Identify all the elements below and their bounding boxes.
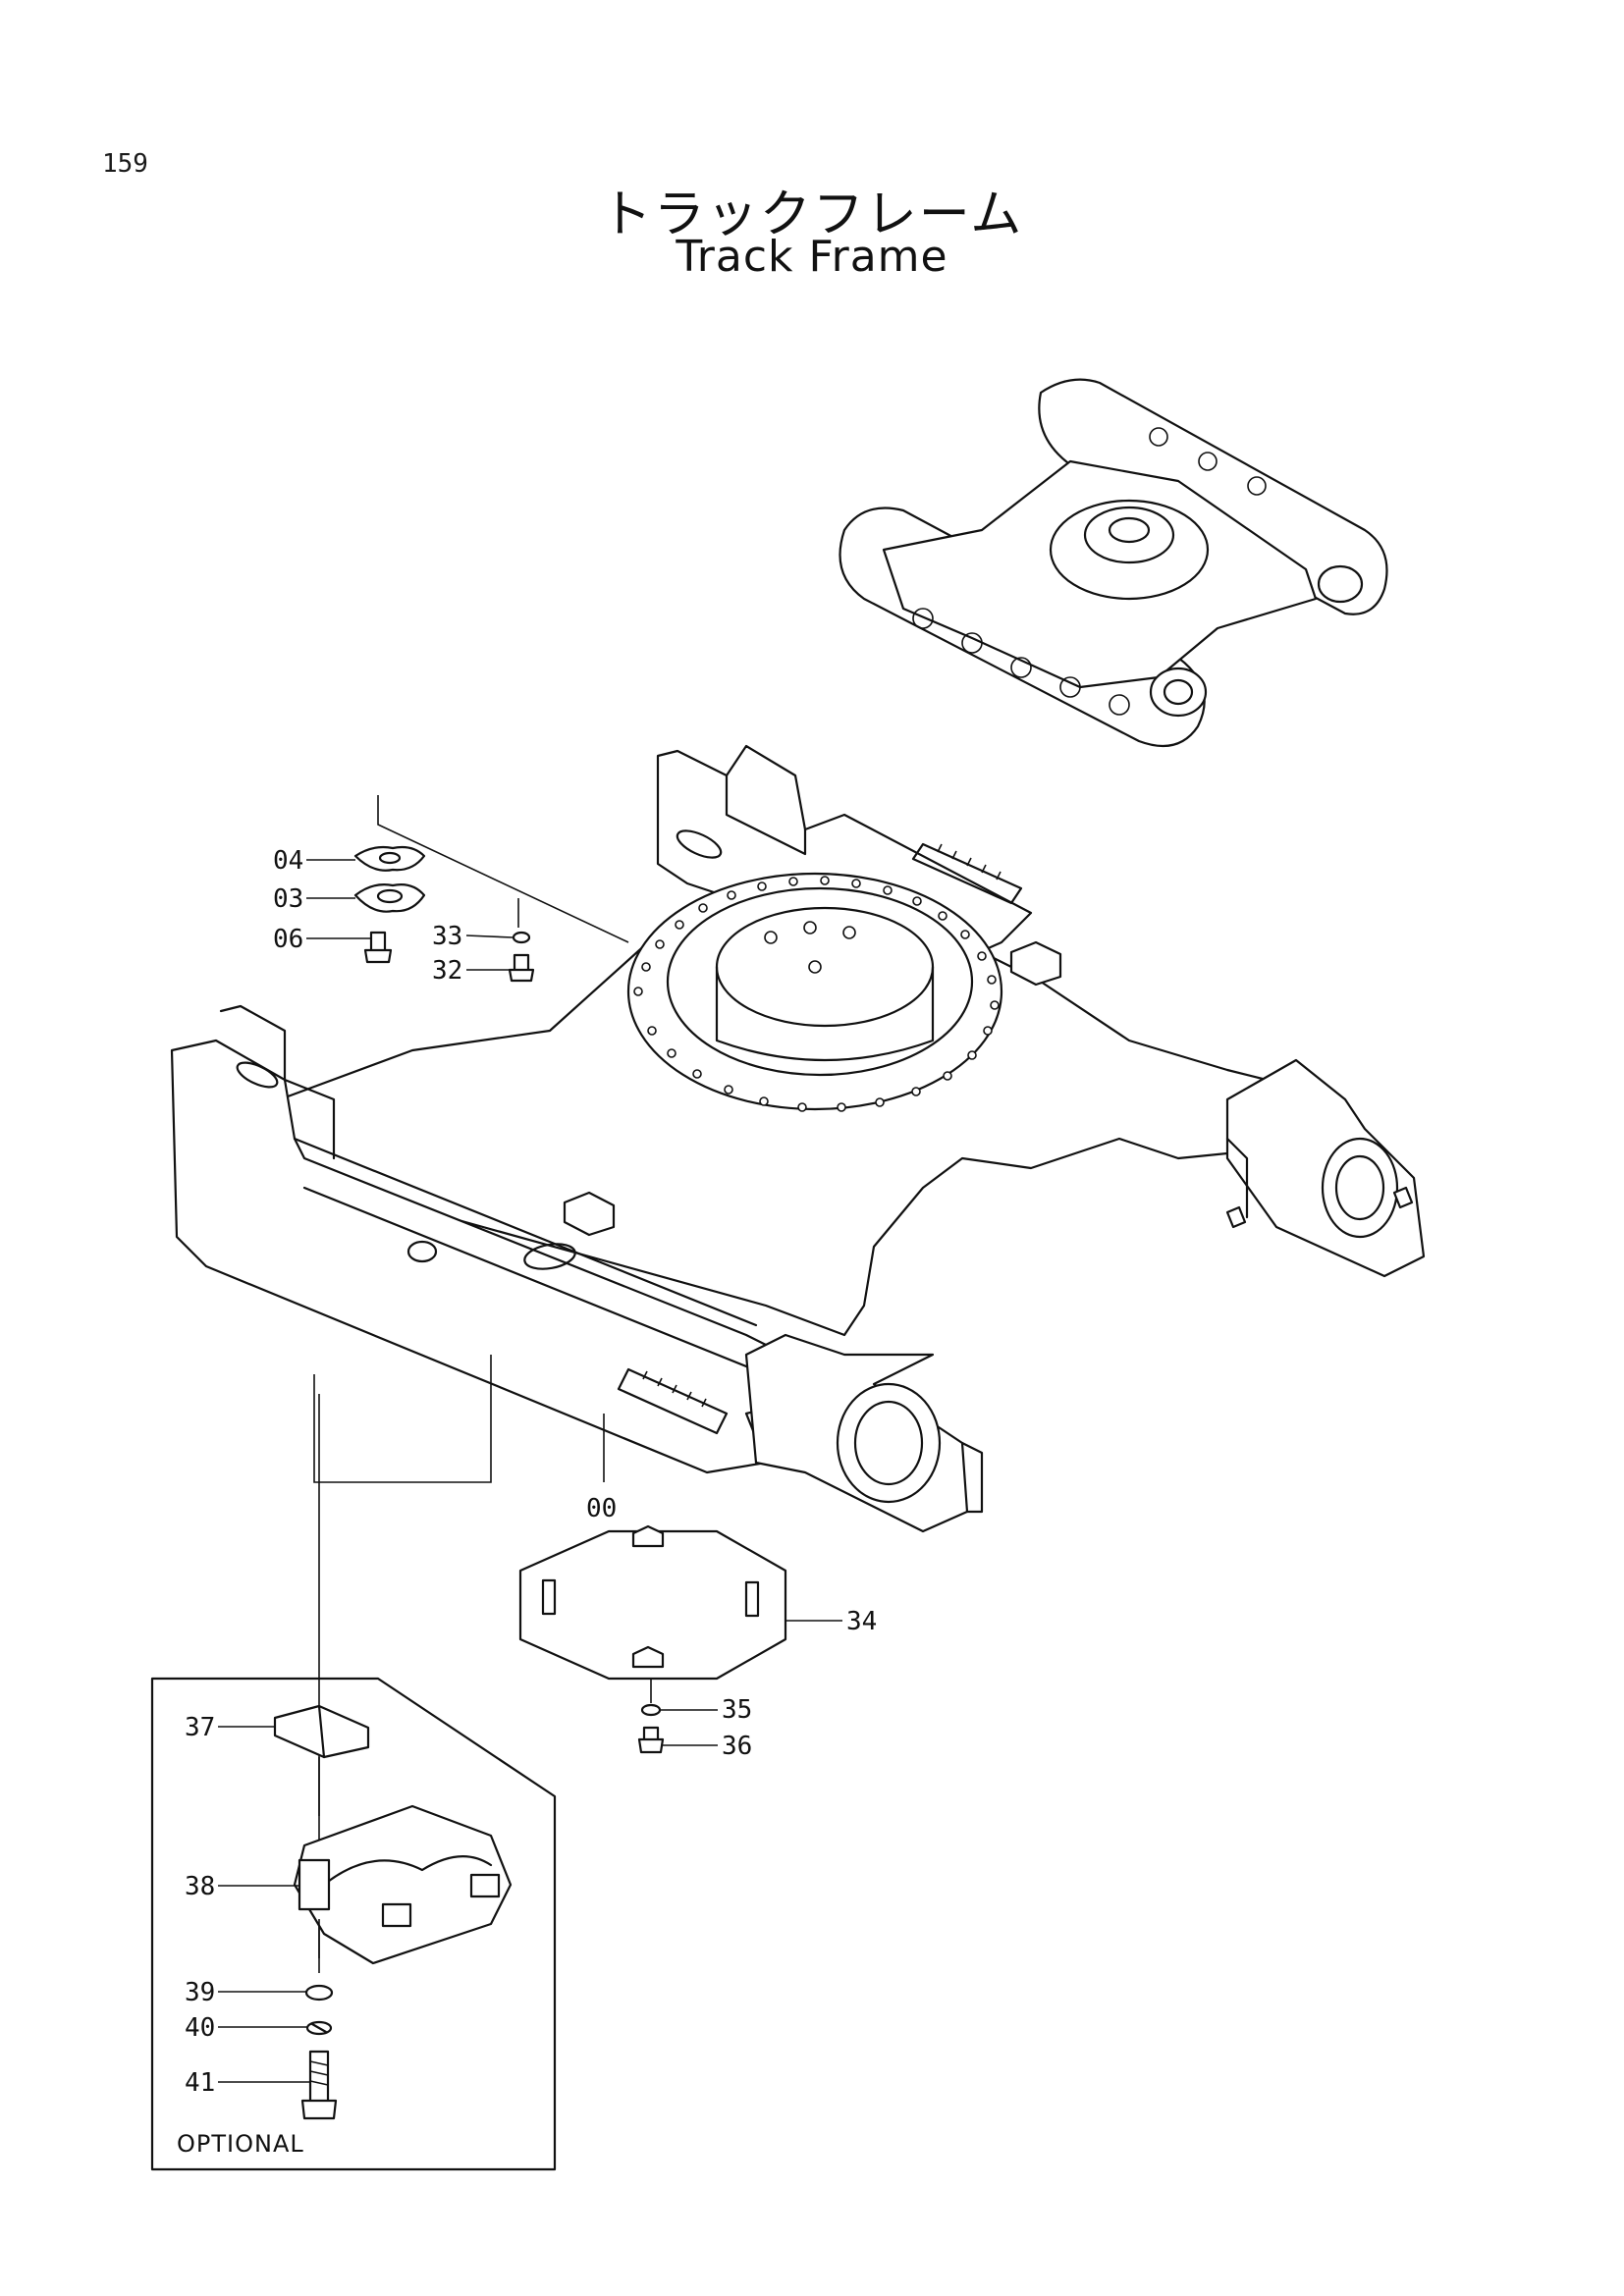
ring-bolt-holes	[633, 876, 1000, 1112]
callout-38: 38	[185, 1872, 215, 1901]
track-frame-main-body	[170, 744, 1426, 1533]
title-english: Track Frame	[676, 232, 948, 282]
part-33-washer	[512, 931, 531, 944]
callout-39: 39	[185, 1978, 215, 2007]
under-cover-parts	[518, 1524, 787, 1754]
overview-inset-illustration	[839, 378, 1388, 748]
callout-36: 36	[722, 1732, 752, 1761]
callout-41: 41	[185, 2068, 215, 2098]
callout-labels: 04 03 06 33 32 00 34 35 36 37 38 39 40	[185, 846, 877, 2098]
callout-06: 06	[273, 925, 303, 954]
callout-35: 35	[722, 1695, 752, 1725]
upper-left-parts	[353, 845, 535, 983]
callout-03: 03	[273, 884, 303, 914]
page-number: 159	[102, 149, 148, 179]
part-39-washer	[304, 1984, 334, 2002]
callout-32: 32	[432, 956, 462, 986]
optional-label: OPTIONAL	[177, 2130, 304, 2158]
title-japanese: トラックフレーム	[600, 186, 1024, 244]
part-35-washer	[640, 1703, 662, 1717]
part-32-bolt	[513, 953, 530, 973]
callout-34: 34	[846, 1607, 877, 1636]
callout-00: 00	[586, 1494, 617, 1523]
callout-33: 33	[432, 922, 462, 951]
part-41-bolt	[308, 2050, 330, 2105]
callout-40: 40	[185, 2013, 215, 2043]
callout-04: 04	[273, 846, 303, 876]
callout-37: 37	[185, 1713, 215, 1742]
part-04-plate	[353, 845, 426, 872]
part-03-plate	[353, 883, 426, 913]
optional-parts-box: OPTIONAL	[150, 1677, 557, 2171]
optional-box-outline	[150, 1677, 557, 2171]
